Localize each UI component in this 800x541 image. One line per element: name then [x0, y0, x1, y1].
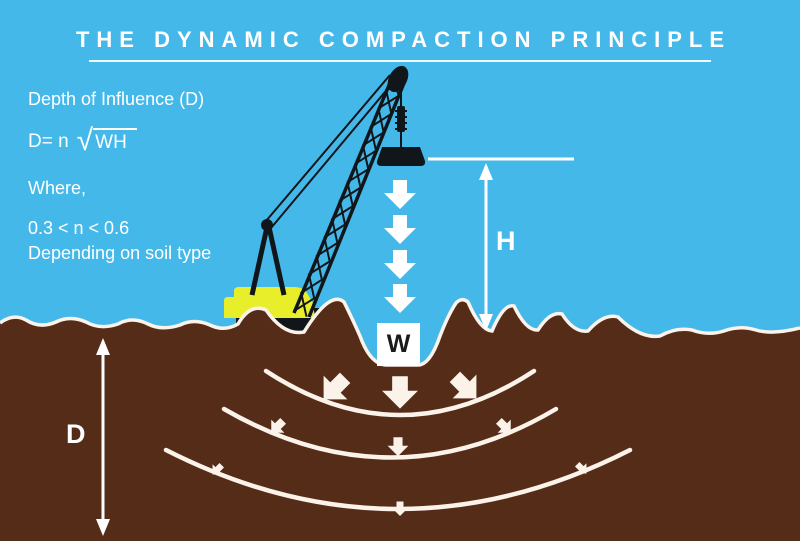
arrowhead-up-icon: [479, 163, 493, 180]
drop-height-label: H: [496, 226, 516, 256]
radical-sign-icon: √: [76, 124, 94, 157]
down-arrow-icon: [384, 284, 416, 313]
depth-formula: D= n √ WH: [28, 124, 137, 157]
coefficient-note: Depending on soil type: [28, 243, 212, 263]
crane-boom-lattice: [300, 77, 401, 317]
crane-boom-tip: [387, 65, 409, 93]
page-title: THE DYNAMIC COMPACTION PRINCIPLE: [75, 27, 732, 52]
arrowhead-up-icon: [96, 338, 110, 355]
down-arrow-icon: [384, 215, 416, 244]
coefficient-range: 0.3 < n < 0.6: [28, 218, 130, 238]
title-underline: [89, 60, 711, 62]
down-arrow-icon: [384, 180, 416, 209]
ground-surface-line: [0, 297, 800, 367]
hook-block-ticks: [395, 110, 407, 130]
crane-cab: [224, 287, 315, 318]
hook-block: [397, 106, 405, 132]
crane-boom-lattice: [292, 82, 405, 313]
soil-mass: [0, 299, 800, 541]
down-arrow-icon: [384, 250, 416, 279]
weight-label: W: [386, 330, 411, 358]
arrowhead-down-icon: [96, 519, 110, 536]
h-dimension: [428, 157, 574, 331]
weight-block: W: [377, 323, 420, 366]
drop-weight-icon: [376, 147, 426, 166]
formula-radicand: WH: [93, 128, 137, 154]
crane-pulley: [261, 219, 273, 231]
influence-depth-label: D: [66, 419, 86, 449]
falling-arrows: [384, 180, 416, 313]
formula-lhs: D= n: [28, 131, 69, 152]
shockwave-arc: [263, 368, 537, 418]
crane-aframe: [249, 226, 287, 296]
shockwave-arc: [221, 406, 559, 460]
crane-cables: [265, 74, 396, 229]
d-dimension: [96, 338, 110, 536]
arrowhead-down-icon: [479, 314, 493, 331]
where-label: Where,: [28, 178, 87, 198]
depth-of-influence-heading: Depth of Influence (D): [28, 89, 205, 109]
